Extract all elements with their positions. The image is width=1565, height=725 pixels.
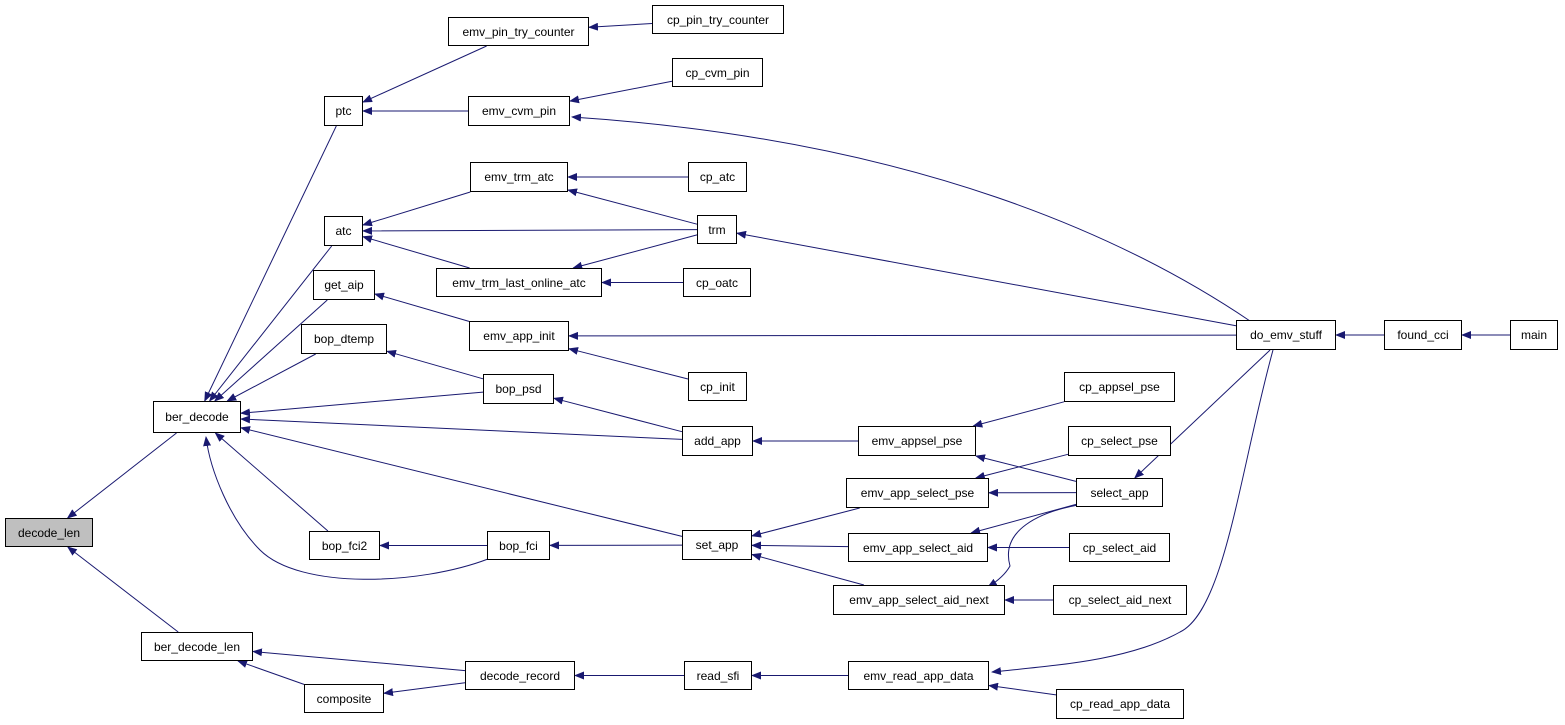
node-emv-cvm-pin[interactable]: emv_cvm_pin: [468, 96, 570, 126]
node-found-cci[interactable]: found_cci: [1384, 320, 1462, 350]
edge-trm-to-emv-trm-atc: [567, 188, 698, 225]
edge-emv-trm-last-online-atc-to-atc: [362, 235, 470, 269]
node-cp-oatc[interactable]: cp_oatc: [683, 268, 751, 297]
edge-add-app-to-bop-psd: [553, 396, 683, 433]
node-emv-app-select-aid-next[interactable]: emv_app_select_aid_next: [833, 585, 1005, 615]
edge-cp-read-app-data-to-emv-read-app-data: [988, 682, 1057, 696]
node-bop-dtemp[interactable]: bop_dtemp: [301, 324, 387, 354]
node-cp-cvm-pin[interactable]: cp_cvm_pin: [672, 58, 763, 87]
edge-do-emv-stuff-to-trm: [736, 230, 1237, 327]
edge-bop-psd-to-ber-decode: [240, 391, 484, 417]
node-emv-appsel-pse[interactable]: emv_appsel_pse: [858, 426, 976, 456]
edge-decode-record-to-composite: [383, 682, 466, 697]
edge-ber-decode-len-to-decode-len: [67, 546, 179, 633]
node-cp-pin-try-counter[interactable]: cp_pin_try_counter: [652, 5, 784, 34]
edge-cp-select-pse-to-emv-app-select-pse: [974, 453, 1069, 480]
edge-do-emv-stuff-to-emv-cvm-pin: [571, 113, 1251, 322]
edge-emv-app-init-to-get-aip: [374, 292, 470, 322]
edge-set-app-to-ber-decode: [240, 426, 683, 537]
node-main[interactable]: main: [1510, 320, 1558, 350]
node-do-emv-stuff[interactable]: do_emv_stuff: [1236, 320, 1336, 350]
node-decode-record[interactable]: decode_record: [465, 661, 575, 690]
node-ber-decode[interactable]: ber_decode: [153, 401, 241, 433]
node-emv-read-app-data[interactable]: emv_read_app_data: [848, 661, 989, 690]
node-bop-fci2[interactable]: bop_fci2: [309, 531, 380, 560]
edge-do-emv-stuff-to-emv-read-app-data: [991, 349, 1274, 676]
edge-emv-app-select-aid-next-to-set-app: [751, 553, 865, 586]
node-emv-app-select-pse[interactable]: emv_app_select_pse: [846, 478, 989, 508]
edge-add-app-to-ber-decode: [240, 415, 683, 440]
edge-cp-cvm-pin-to-emv-cvm-pin: [569, 80, 673, 104]
node-cp-atc[interactable]: cp_atc: [688, 162, 747, 192]
node-composite[interactable]: composite: [304, 684, 384, 713]
node-add-app[interactable]: add_app: [682, 426, 753, 456]
node-cp-read-app-data[interactable]: cp_read_app_data: [1056, 689, 1184, 719]
edge-ber-decode-to-decode-len: [66, 432, 177, 519]
node-cp-select-aid[interactable]: cp_select_aid: [1069, 533, 1170, 562]
node-get-aip[interactable]: get_aip: [313, 270, 375, 300]
edge-ptc-to-ber-decode: [204, 125, 337, 402]
edge-do-emv-stuff-to-emv-app-init: [568, 331, 1237, 340]
node-decode-len[interactable]: decode_len: [5, 518, 93, 547]
edge-emv-pin-try-counter-to-ptc: [362, 45, 487, 103]
node-ber-decode-len[interactable]: ber_decode_len: [141, 632, 253, 661]
node-emv-app-select-aid[interactable]: emv_app_select_aid: [848, 533, 988, 562]
node-cp-init[interactable]: cp_init: [688, 372, 747, 401]
node-read-sfi[interactable]: read_sfi: [684, 661, 752, 690]
node-emv-trm-atc[interactable]: emv_trm_atc: [470, 162, 568, 192]
edge-cp-appsel-pse-to-emv-appsel-pse: [972, 401, 1065, 428]
node-emv-pin-try-counter[interactable]: emv_pin_try_counter: [448, 17, 589, 46]
node-bop-psd[interactable]: bop_psd: [483, 374, 554, 404]
edge-atc-to-ber-decode: [208, 245, 333, 402]
node-select-app[interactable]: select_app: [1076, 478, 1163, 507]
edge-do-emv-stuff-to-select-app: [1134, 349, 1271, 479]
edge-decode-record-to-ber-decode-len: [252, 648, 466, 672]
edge-bop-fci-to-ber-decode: [203, 436, 489, 580]
node-set-app[interactable]: set_app: [682, 530, 752, 560]
node-cp-select-aid-next[interactable]: cp_select_aid_next: [1053, 585, 1187, 615]
edge-bop-psd-to-bop-dtemp: [386, 349, 484, 380]
edge-trm-to-emv-trm-last-online-atc: [572, 234, 698, 270]
node-cp-appsel-pse[interactable]: cp_appsel_pse: [1064, 372, 1175, 402]
node-atc[interactable]: atc: [324, 216, 363, 246]
edge-bop-dtemp-to-ber-decode: [226, 353, 316, 402]
edge-composite-to-ber-decode-len: [237, 660, 305, 685]
edge-select-app-to-emv-app-select-aid-next: [987, 504, 1079, 588]
edge-emv-app-select-pse-to-set-app: [751, 507, 860, 538]
edge-bop-fci2-to-ber-decode: [214, 432, 329, 532]
edge-get-aip-to-ber-decode: [214, 299, 328, 402]
edge-cp-init-to-emv-app-init: [568, 347, 689, 380]
edge-select-app-to-emv-appsel-pse: [975, 454, 1077, 482]
node-emv-trm-last-online-atc[interactable]: emv_trm_last_online_atc: [436, 268, 602, 297]
node-emv-app-init[interactable]: emv_app_init: [469, 321, 569, 351]
node-bop-fci[interactable]: bop_fci: [487, 531, 550, 560]
node-trm[interactable]: trm: [697, 215, 737, 244]
node-ptc[interactable]: ptc: [324, 96, 363, 126]
edge-trm-to-atc: [362, 226, 698, 235]
edge-cp-pin-try-counter-to-emv-pin-try-counter: [588, 22, 653, 31]
node-cp-select-pse[interactable]: cp_select_pse: [1068, 426, 1171, 456]
edge-emv-app-select-aid-to-set-app: [751, 541, 849, 550]
edge-emv-trm-atc-to-atc: [362, 191, 471, 227]
